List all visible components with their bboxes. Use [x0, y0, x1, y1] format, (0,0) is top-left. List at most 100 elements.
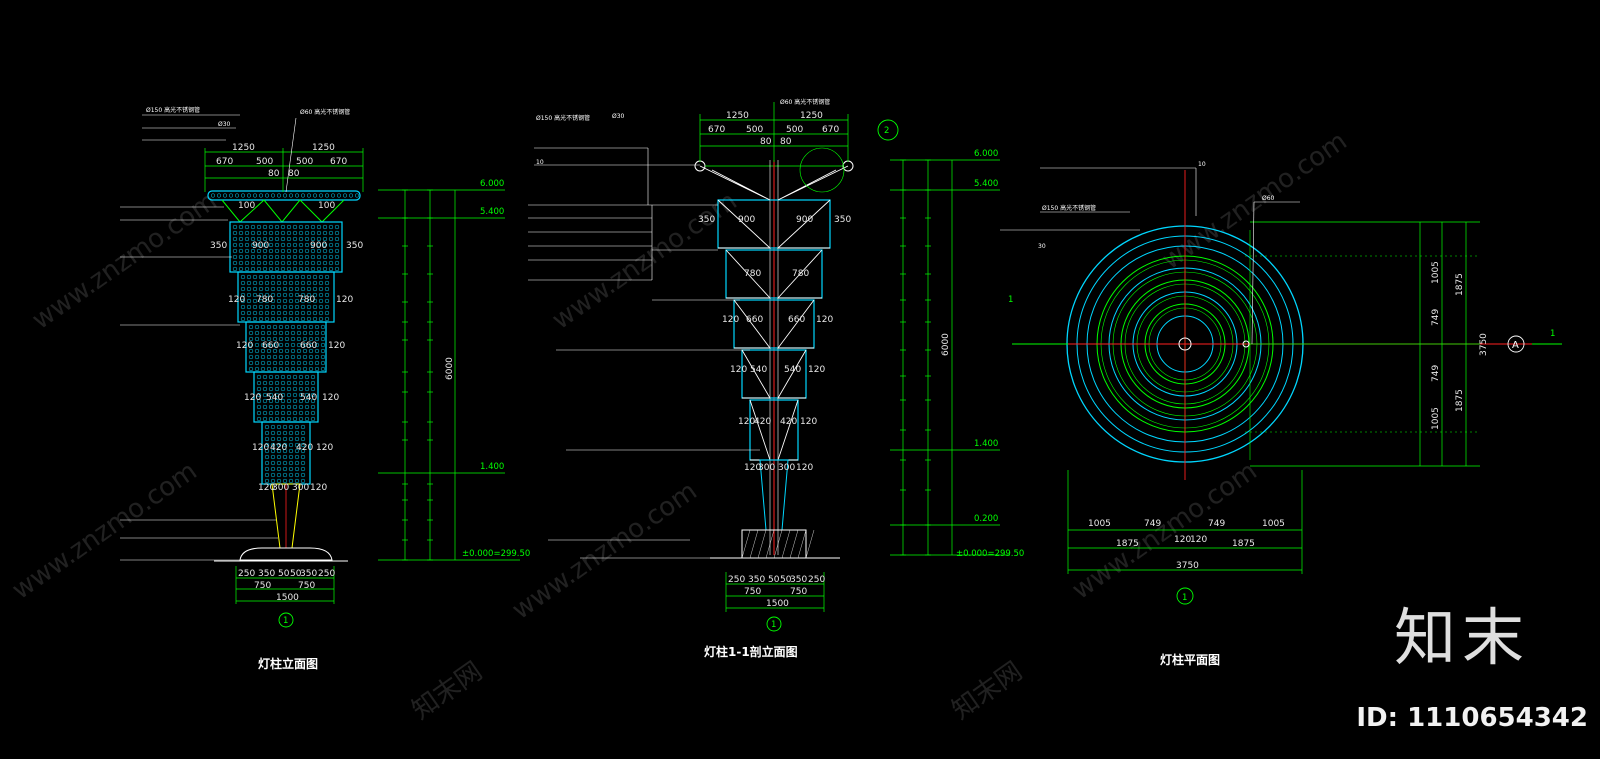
dim-300: 300 — [758, 463, 775, 473]
watermark-url: www.znzmo.com — [547, 186, 743, 336]
dim-120: 120 — [800, 417, 817, 427]
note-d150: Ø150 高光不锈钢管 — [146, 106, 200, 114]
dim-780: 780 — [256, 295, 273, 305]
axis-label-A: A — [1512, 340, 1519, 351]
dim-749: 749 — [1144, 519, 1161, 529]
dim-660: 660 — [746, 315, 763, 325]
dim-900: 900 — [738, 215, 755, 225]
dim-500: 500 — [256, 157, 273, 167]
dim-780: 780 — [298, 295, 315, 305]
dim-1250: 1250 — [312, 143, 335, 153]
dim-120: 120 — [328, 341, 345, 351]
plan-note-d60: Ø60 — [1262, 195, 1275, 202]
dim-120: 120 — [252, 443, 269, 453]
detail-marker-label: 2 — [884, 126, 889, 136]
dim-749: 749 — [1431, 309, 1441, 326]
axis-label-1: 1 — [1008, 295, 1013, 305]
elevation-level-ruler: 6.000 5.400 1.400 ±0.000=299.50 6000 — [378, 179, 530, 561]
dim-120: 120 — [730, 365, 747, 375]
watermark-url: www.znzmo.com — [27, 186, 223, 336]
dim-80: 80 — [780, 137, 792, 147]
dim-120: 120 — [310, 483, 327, 493]
dim-300: 300 — [778, 463, 795, 473]
section-marker-label: 1 — [283, 616, 288, 626]
dim-500: 500 — [746, 125, 763, 135]
watermark-url: www.znzmo.com — [7, 456, 203, 606]
note-d60: Ø60 高光不锈钢管 — [300, 108, 350, 116]
axis-marker-circle — [1507, 335, 1525, 353]
dim-750: 750 — [298, 581, 315, 591]
dim-900: 900 — [252, 241, 269, 251]
watermark-url: www.znzmo.com — [1067, 456, 1263, 606]
dim-120: 120 — [816, 315, 833, 325]
dim-750: 750 — [254, 581, 271, 591]
note-d30: Ø30 — [612, 113, 625, 120]
dim-900: 900 — [796, 215, 813, 225]
dim-1875: 1875 — [1455, 389, 1465, 412]
dim-350: 350 — [748, 575, 765, 585]
watermark-url: www.znzmo.com — [1157, 126, 1353, 276]
dim-350: 350 — [834, 215, 851, 225]
dim-120: 120 — [722, 315, 739, 325]
plan-note-10: 10 — [1198, 161, 1206, 168]
dim-750: 750 — [790, 587, 807, 597]
dim-1250: 1250 — [726, 111, 749, 121]
dim-120: 120 — [228, 295, 245, 305]
dim-350: 350 — [698, 215, 715, 225]
dim-80: 80 — [268, 169, 280, 179]
dim-350: 350 — [258, 569, 275, 579]
dim-350: 350 — [210, 241, 227, 251]
dim-100: 100 — [318, 201, 335, 211]
level-0: ±0.000=299.50 — [462, 549, 530, 559]
dim-540: 540 — [784, 365, 801, 375]
dim-540: 540 — [266, 393, 283, 403]
dim-3750: 3750 — [1479, 333, 1489, 356]
dim-420: 420 — [296, 443, 313, 453]
level-0: ±0.000=299.50 — [956, 549, 1024, 559]
level-1400: 1.400 — [974, 439, 998, 449]
dim-300: 300 — [292, 483, 309, 493]
note-d150: Ø150 高光不锈钢管 — [536, 114, 590, 122]
dim-120: 120 — [808, 365, 825, 375]
dim-250: 250 — [318, 569, 335, 579]
dim-100: 100 — [238, 201, 255, 211]
section-level-ruler: 6.000 5.400 1.400 0.200 ±0.000=299.50 60… — [890, 149, 1024, 559]
dim-120: 120 — [336, 295, 353, 305]
dim-350: 350 — [346, 241, 363, 251]
dim-80: 80 — [288, 169, 300, 179]
dim-780: 780 — [792, 269, 809, 279]
dim-50: 50 — [290, 569, 302, 579]
dim-500: 500 — [296, 157, 313, 167]
dim-250: 250 — [728, 575, 745, 585]
note-d30: Ø30 — [218, 121, 231, 128]
watermark-url: www.znzmo.com — [507, 476, 703, 626]
dim-1005: 1005 — [1431, 261, 1441, 284]
dim-120: 120 — [1174, 535, 1191, 545]
plan-title: 灯柱平面图 — [1160, 652, 1220, 667]
dim-670: 670 — [708, 125, 725, 135]
dim-420: 420 — [754, 417, 771, 427]
section-title: 灯柱1-1剖立面图 — [704, 644, 798, 659]
section-marker-label: 1 — [771, 620, 776, 630]
dim-120: 120 — [1190, 535, 1207, 545]
detail-marker-circle — [877, 119, 899, 141]
dim-120: 120 — [738, 417, 755, 427]
dim-300: 300 — [272, 483, 289, 493]
plan-note-30: 30 — [1038, 243, 1046, 250]
level-5400: 5.400 — [974, 179, 998, 189]
dim-350: 350 — [300, 569, 317, 579]
dim-1250: 1250 — [800, 111, 823, 121]
dim-670: 670 — [822, 125, 839, 135]
dim-80: 80 — [760, 137, 772, 147]
level-1400: 1.400 — [480, 462, 504, 472]
dim-250: 250 — [238, 569, 255, 579]
dim-250: 250 — [808, 575, 825, 585]
dim-1500: 1500 — [766, 599, 789, 609]
dim-1005: 1005 — [1088, 519, 1111, 529]
dim-750: 750 — [744, 587, 761, 597]
dim-540: 540 — [750, 365, 767, 375]
dim-540: 540 — [300, 393, 317, 403]
dim-120: 120 — [316, 443, 333, 453]
dim-120: 120 — [244, 393, 261, 403]
